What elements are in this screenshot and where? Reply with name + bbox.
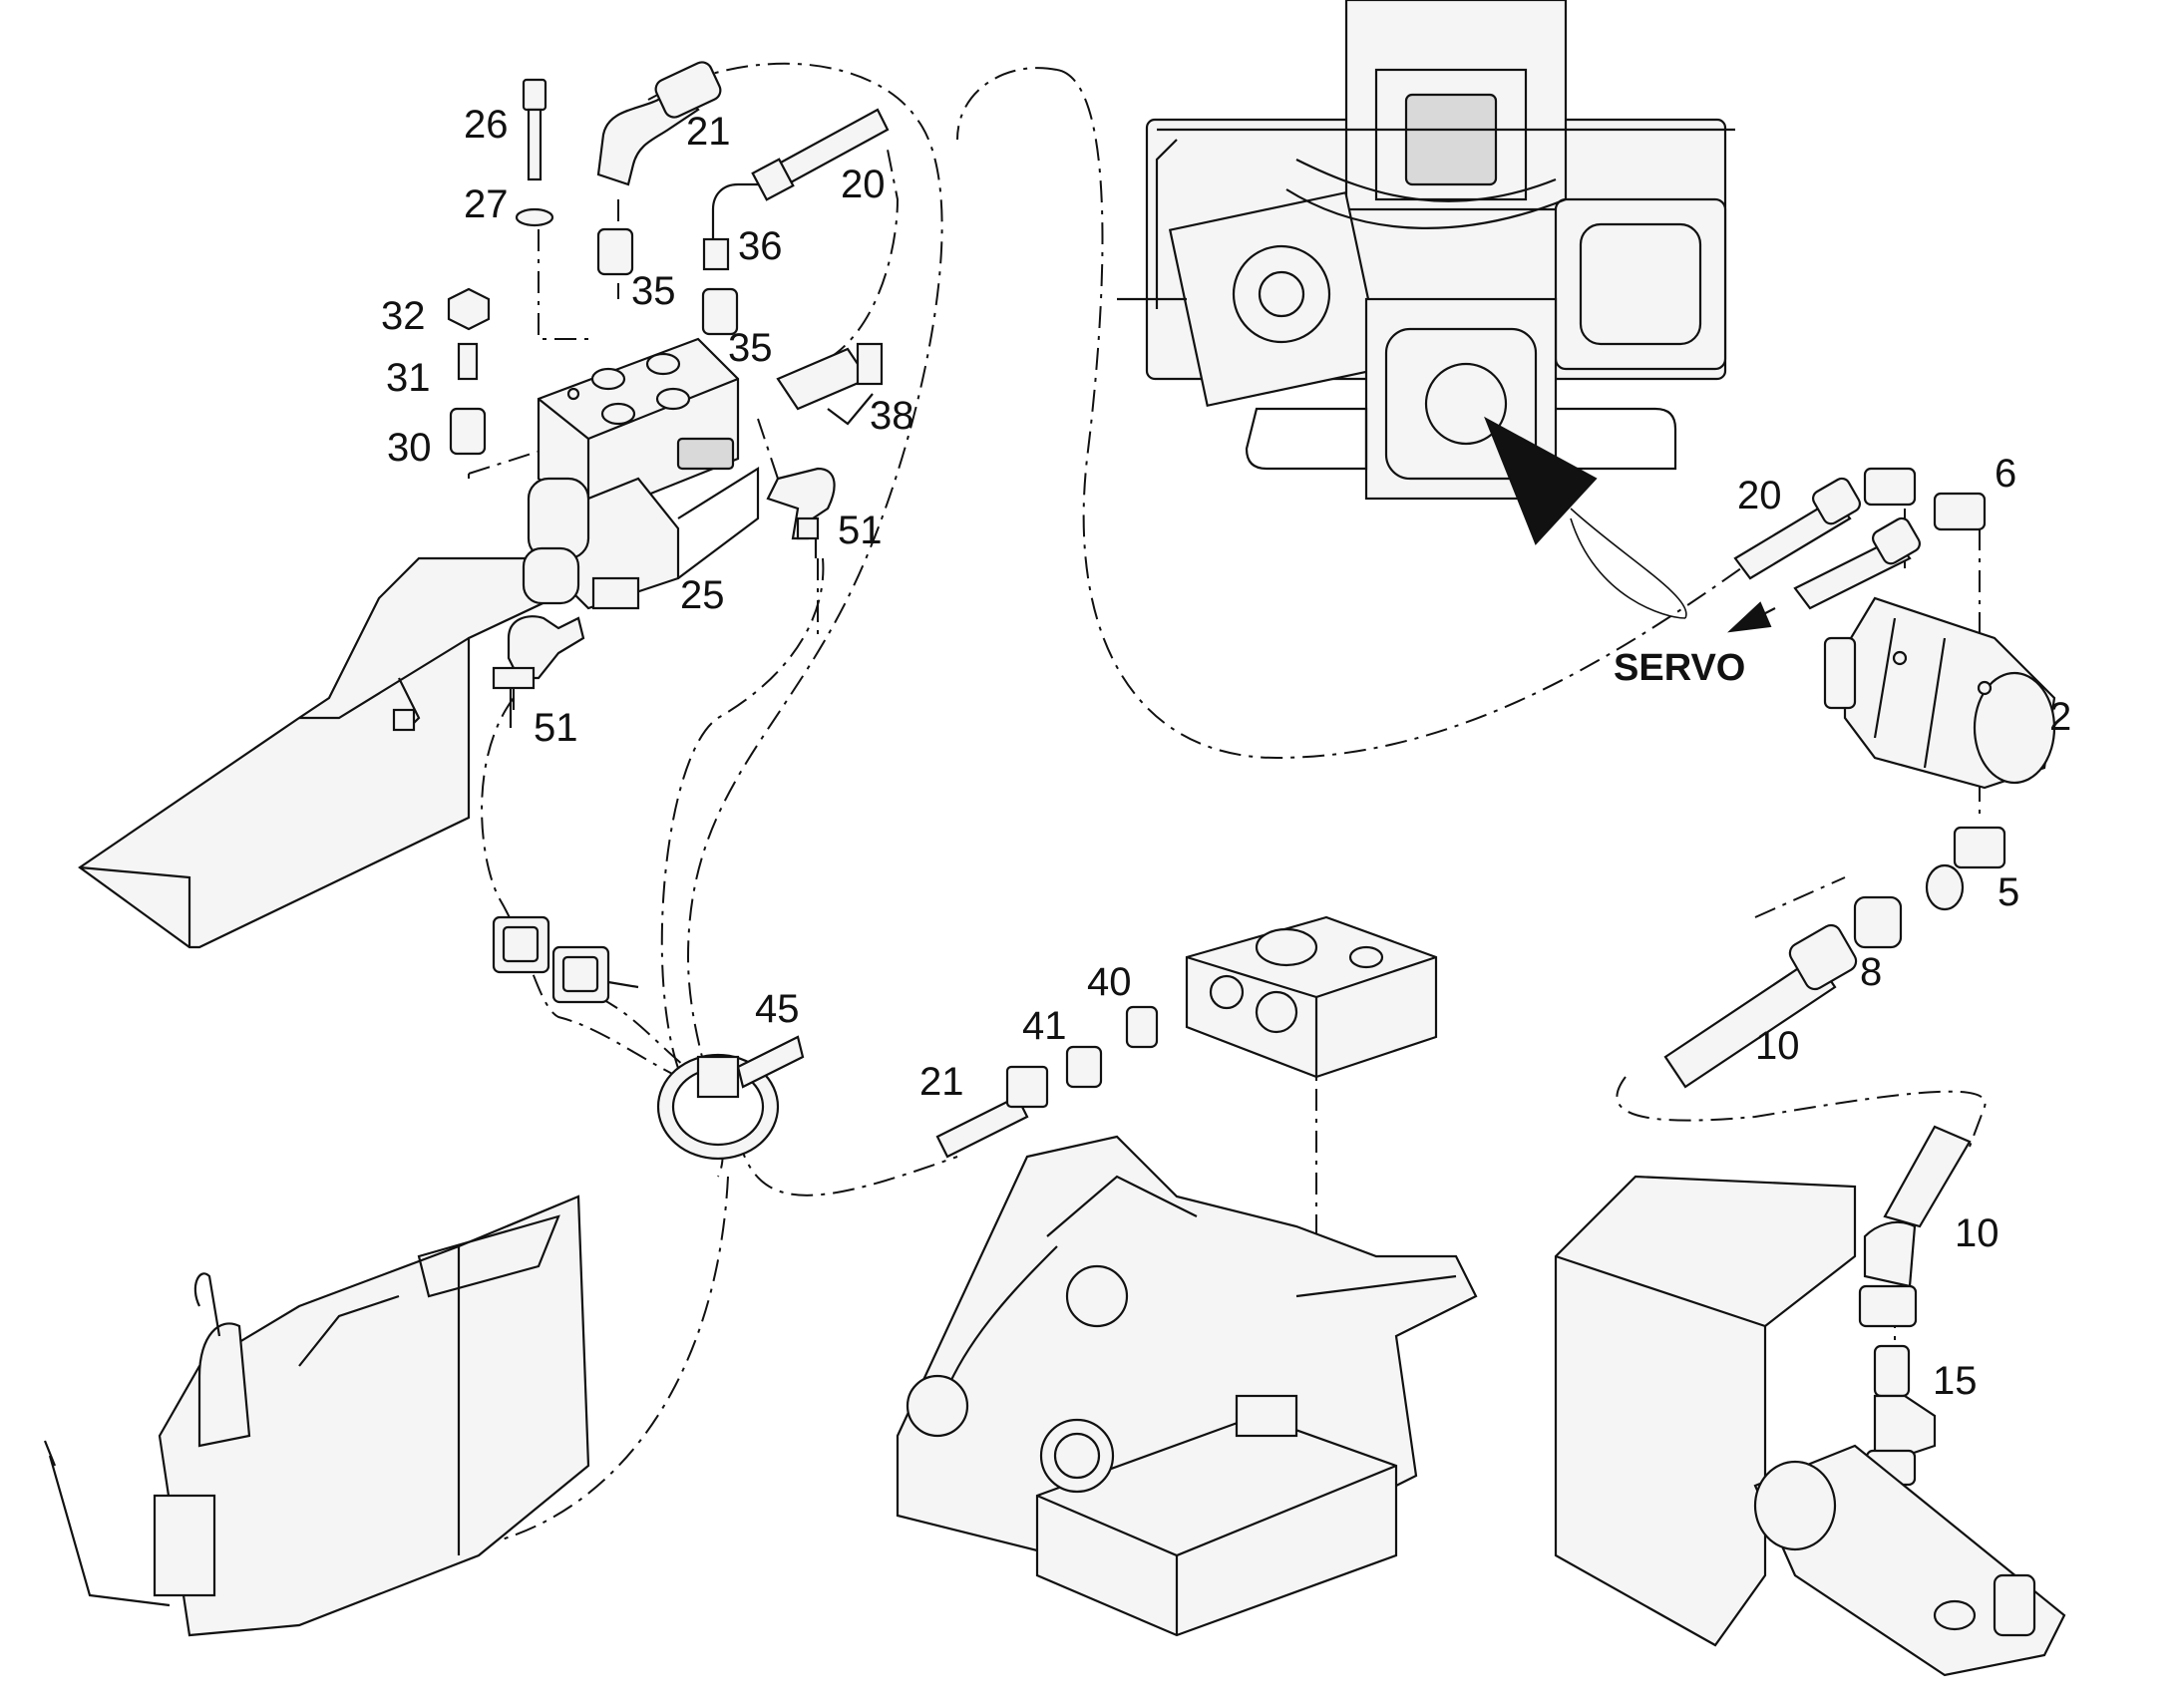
- callout-51: 51: [838, 509, 883, 552]
- engine-pump-assembly: [1117, 0, 1735, 619]
- servo-arrow: [1727, 601, 1776, 633]
- gear-pump-2: [1823, 596, 2056, 790]
- electrical-connectors: [492, 915, 639, 1004]
- callout-10: 10: [1755, 1024, 1800, 1068]
- callout-40: 40: [1087, 960, 1132, 1004]
- manifold-fittings: [935, 1005, 1159, 1159]
- hydraulic-tank: [1554, 1175, 2066, 1677]
- callout-labels: 26 27 21 20 36 35 35 32 31 30 38 51 25 5…: [381, 103, 2071, 1403]
- callout-51: 51: [534, 706, 578, 750]
- valve-block-25: [522, 337, 760, 610]
- manifold-block: [1185, 915, 1438, 1079]
- callout-41: 41: [1022, 1004, 1067, 1048]
- callout-26: 26: [464, 103, 509, 147]
- callout-20: 20: [1737, 474, 1782, 517]
- callout-35: 35: [728, 326, 773, 370]
- machine-frame: [896, 1135, 1478, 1637]
- callout-6: 6: [1995, 452, 2016, 496]
- cab-joystick-console: [43, 1195, 590, 1637]
- pump-fittings: [1663, 467, 2006, 1487]
- callout-8: 8: [1860, 950, 1882, 994]
- callout-5: 5: [1998, 870, 2019, 914]
- callout-35: 35: [631, 269, 676, 313]
- callout-2: 2: [2049, 695, 2071, 739]
- callout-45: 45: [755, 987, 800, 1031]
- callout-36: 36: [738, 224, 783, 268]
- callout-21: 21: [686, 110, 731, 154]
- callout-15: 15: [1933, 1359, 1978, 1403]
- callout-10: 10: [1955, 1211, 1999, 1255]
- callout-20: 20: [841, 163, 886, 206]
- cable-clamp-45: [656, 1035, 805, 1161]
- callout-31: 31: [386, 356, 431, 400]
- callout-21: 21: [919, 1060, 964, 1104]
- callout-32: 32: [381, 294, 426, 338]
- callout-25: 25: [680, 573, 725, 617]
- callout-30: 30: [387, 426, 432, 470]
- servo-label: SERVO: [1614, 647, 1745, 689]
- fittings-group: [447, 61, 890, 728]
- callout-38: 38: [870, 394, 914, 438]
- callout-27: 27: [464, 182, 509, 226]
